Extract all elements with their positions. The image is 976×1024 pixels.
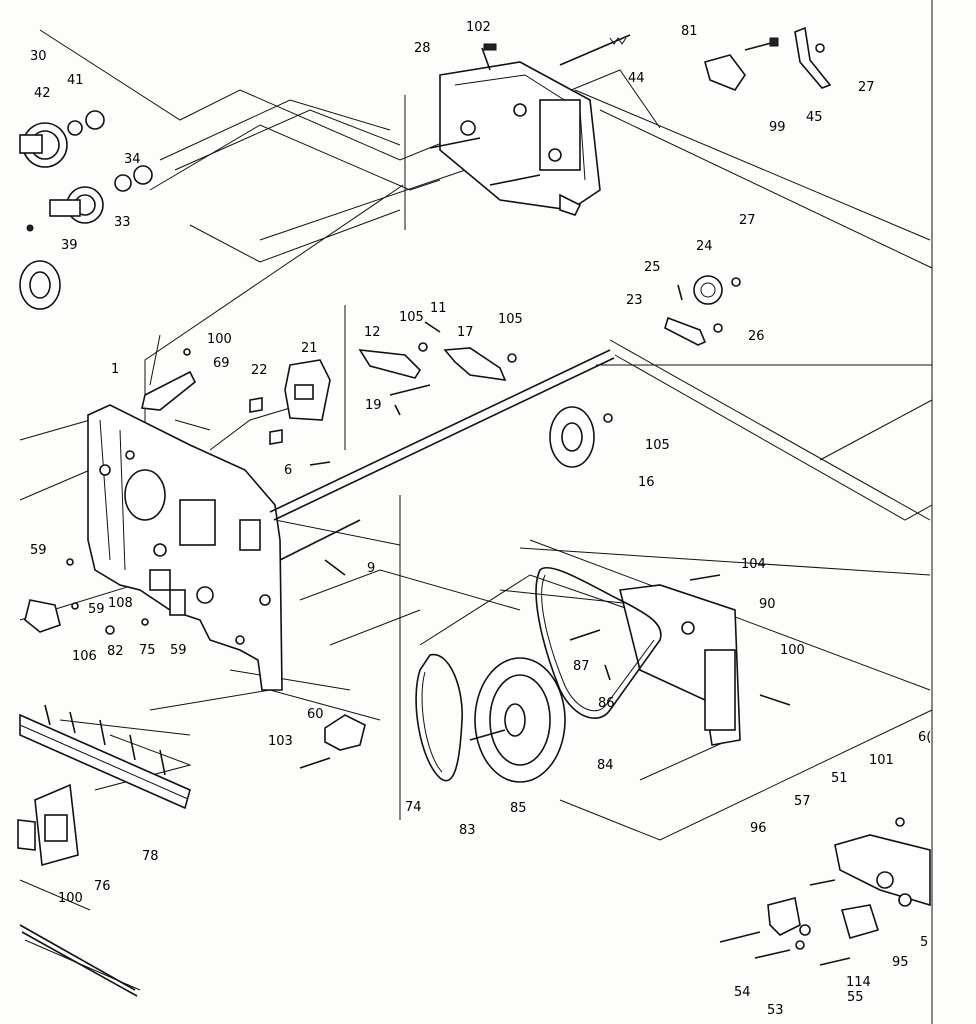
label-6-partial: 6(	[918, 730, 931, 745]
label-55: 55	[847, 990, 864, 1005]
shafts	[269, 349, 615, 576]
label-99: 99	[769, 120, 786, 135]
label-78: 78	[142, 849, 159, 864]
label-101: 101	[869, 753, 894, 768]
label-86: 86	[598, 696, 615, 711]
label-60: 60	[307, 707, 324, 722]
label-87: 87	[573, 659, 590, 674]
label-25: 25	[644, 260, 661, 275]
bracket-60	[299, 714, 366, 769]
label-95: 95	[892, 955, 909, 970]
label-84: 84	[597, 758, 614, 773]
label-75: 75	[139, 643, 156, 658]
main-chassis	[24, 404, 283, 691]
belt-84	[535, 567, 662, 719]
label-90: 90	[759, 597, 776, 612]
label-5-partial: 5	[920, 935, 928, 950]
label-12: 12	[364, 325, 381, 340]
label-57: 57	[794, 794, 811, 809]
label-9: 9	[367, 561, 375, 576]
lower-right-assembly	[719, 817, 931, 966]
label-6: 6	[284, 463, 292, 478]
label-16: 16	[638, 475, 655, 490]
label-54: 54	[734, 985, 751, 1000]
label-39: 39	[61, 238, 78, 253]
label-42: 42	[34, 86, 51, 101]
label-21: 21	[301, 341, 318, 356]
flywheel-85	[469, 657, 566, 783]
label-74: 74	[405, 800, 422, 815]
belt-83	[415, 653, 463, 782]
label-51: 51	[831, 771, 848, 786]
label-108: 108	[108, 596, 133, 611]
label-44: 44	[628, 71, 645, 86]
label-17: 17	[457, 325, 474, 340]
label-114: 114	[846, 975, 871, 990]
rod-bottom	[19, 924, 138, 997]
label-33: 33	[114, 215, 131, 230]
label-103: 103	[268, 734, 293, 749]
label-81: 81	[681, 24, 698, 39]
label-28: 28	[414, 41, 431, 56]
label-59-a: 59	[30, 543, 47, 558]
label-100-bottom: 100	[58, 891, 83, 906]
label-100-top: 100	[207, 332, 232, 347]
label-26: 26	[748, 329, 765, 344]
gear-24-lever-23	[664, 275, 741, 346]
label-83: 83	[459, 823, 476, 838]
label-11: 11	[430, 301, 447, 316]
label-102: 102	[466, 20, 491, 35]
plate-76	[17, 783, 79, 867]
label-96: 96	[750, 821, 767, 836]
part-labels: 30 102 28 81 42 41 44 27 99 45 34 33 39 …	[30, 20, 931, 1018]
label-100-right: 100	[780, 643, 805, 658]
pulley-16	[549, 406, 613, 468]
label-27-top: 27	[858, 80, 875, 95]
label-85: 85	[510, 801, 527, 816]
label-76: 76	[94, 879, 111, 894]
gear-assembly-left	[19, 110, 153, 310]
label-22: 22	[251, 363, 268, 378]
label-24: 24	[696, 239, 713, 254]
label-34: 34	[124, 152, 141, 167]
label-1: 1	[111, 362, 119, 377]
motor-bracket-90	[569, 574, 791, 746]
upper-housing-block	[429, 34, 631, 216]
label-19: 19	[365, 398, 382, 413]
label-45: 45	[806, 110, 823, 125]
bracket-81	[704, 26, 832, 91]
label-27-mid: 27	[739, 213, 756, 228]
label-106: 106	[72, 649, 97, 664]
label-105-a: 105	[399, 310, 424, 325]
label-59-c: 59	[170, 643, 187, 658]
label-53: 53	[767, 1003, 784, 1018]
rail-78	[19, 704, 191, 810]
small-brackets	[141, 321, 517, 445]
label-105-b: 105	[498, 312, 523, 327]
label-23: 23	[626, 293, 643, 308]
label-41: 41	[67, 73, 84, 88]
label-30: 30	[30, 49, 47, 64]
label-82: 82	[107, 644, 124, 659]
label-69: 69	[213, 356, 230, 371]
label-105-c: 105	[645, 438, 670, 453]
label-59-b: 59	[88, 602, 105, 617]
label-104: 104	[741, 557, 766, 572]
